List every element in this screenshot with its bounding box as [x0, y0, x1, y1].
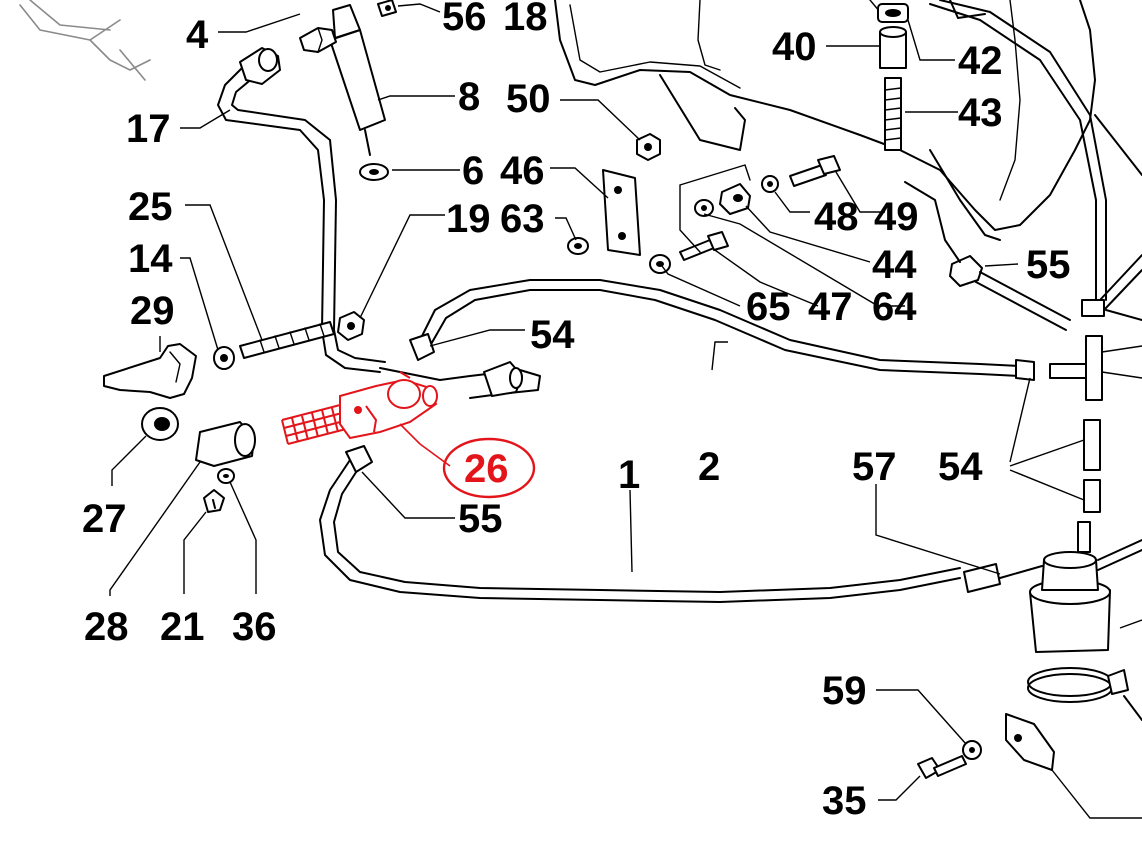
bracket-clip	[1005, 713, 1055, 771]
joiner-near-4	[299, 27, 337, 53]
part-36-washer	[217, 468, 235, 484]
part-21-screw	[203, 489, 225, 513]
leader-lines	[109, 3, 1142, 819]
part-65-washer	[649, 254, 671, 274]
callout-26: 26	[464, 447, 509, 491]
part-63-washer	[567, 237, 589, 255]
part-2-hose	[409, 279, 1035, 381]
callout-18: 18	[503, 0, 548, 39]
part-59-washer	[962, 740, 982, 760]
part-17-pipe	[217, 47, 386, 373]
callout-21: 21	[160, 605, 205, 649]
right-hose-lines	[929, 0, 1142, 401]
callout-43: 43	[958, 91, 1003, 135]
callout-29: 29	[130, 289, 175, 333]
part-50-nut	[636, 133, 661, 161]
pipe-to-55	[904, 181, 961, 263]
part-27-grommet	[141, 407, 179, 441]
callout-59: 59	[822, 669, 867, 713]
part-25-bolt	[239, 321, 335, 359]
callout-65: 65	[746, 285, 791, 329]
part-1-hose	[319, 445, 1001, 603]
callout-1: 1	[618, 453, 640, 497]
part-64-washer	[694, 199, 714, 217]
callout-44: 44	[872, 243, 917, 287]
callout-54-top: 54	[530, 313, 575, 357]
callout-6: 6	[462, 149, 484, 193]
callout-27: 27	[82, 497, 127, 541]
part-group-outline	[679, 164, 751, 253]
callout-35: 35	[822, 779, 867, 823]
part-14-washer	[213, 346, 235, 370]
part-19-nut	[337, 311, 365, 341]
part-29-clamp	[103, 343, 197, 399]
part-46-plate	[602, 169, 641, 256]
callout-28: 28	[84, 605, 129, 649]
callout-14: 14	[128, 237, 173, 281]
part-55-fitting-right	[949, 255, 1071, 331]
callout-17: 17	[126, 107, 171, 151]
part-48-washer	[761, 175, 779, 193]
callout-4: 4	[186, 13, 209, 57]
part-8-strut	[329, 4, 389, 181]
part-35-bolt	[917, 755, 967, 779]
callout-46: 46	[500, 149, 545, 193]
part-54-tubes-right	[1083, 419, 1101, 513]
callout-63: 63	[500, 197, 545, 241]
callout-49: 49	[874, 195, 919, 239]
part-42-cap	[877, 3, 909, 23]
callout-57: 57	[852, 445, 897, 489]
part-26-valve-highlighted	[281, 371, 438, 445]
top-left-bracket	[19, 0, 151, 81]
callout-40: 40	[772, 25, 817, 69]
callout-55-mid: 55	[458, 497, 503, 541]
part-49-bolt	[789, 155, 841, 187]
part-57-filter	[999, 521, 1142, 653]
callout-19: 19	[446, 197, 491, 241]
hose-clip-ring	[1027, 667, 1142, 721]
callout-55-right: 55	[1026, 243, 1071, 287]
callout-25: 25	[128, 185, 173, 229]
callout-50: 50	[506, 77, 551, 121]
callout-47: 47	[808, 285, 853, 329]
callout-42: 42	[958, 39, 1003, 83]
part-43-stud	[884, 77, 902, 151]
callout-labels: 4 56 18 8 17 6 50 46 40 42 43 48 49 44 5…	[82, 0, 1071, 823]
part-26-spring	[281, 403, 351, 445]
callout-64: 64	[872, 285, 917, 329]
callout-54-right: 54	[938, 445, 983, 489]
callout-56: 56	[442, 0, 487, 39]
callout-36: 36	[232, 605, 277, 649]
callout-26-highlight-ring	[442, 437, 536, 499]
callout-2: 2	[698, 445, 720, 489]
callout-48: 48	[814, 195, 859, 239]
part-47-screw	[679, 231, 729, 261]
part-40-spacer	[879, 26, 907, 69]
part-44-bushing	[719, 183, 751, 215]
part-28-elbow	[195, 421, 256, 467]
part-56-fitting	[377, 0, 397, 17]
callout-8: 8	[458, 75, 480, 119]
pipe-joint-near-26	[379, 361, 541, 399]
